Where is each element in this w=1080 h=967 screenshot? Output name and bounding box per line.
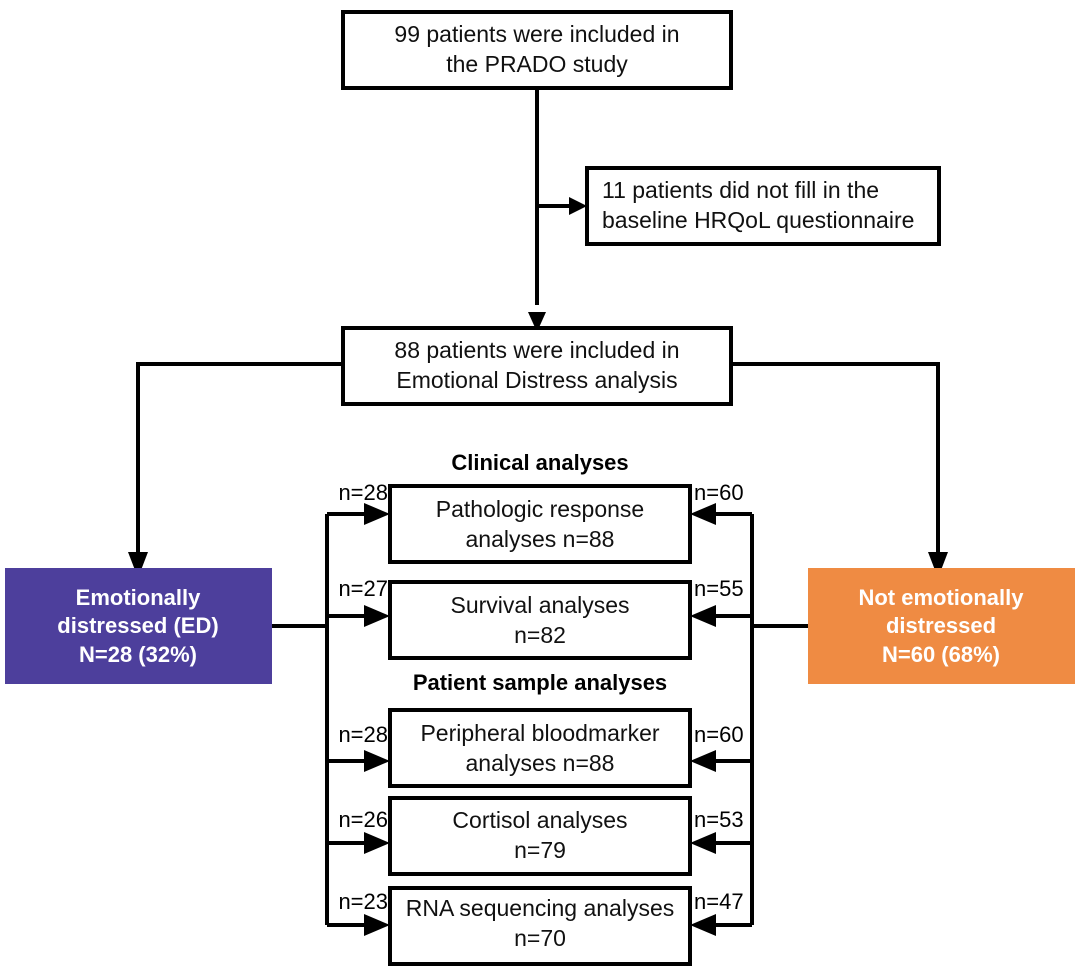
section-header-clinical: Clinical analyses bbox=[451, 450, 628, 475]
group-box-emotionally-distressed[interactable]: Emotionally distressed (ED) N=28 (32%) bbox=[5, 568, 272, 684]
arrowhead-to-analysis-pop bbox=[528, 312, 546, 332]
edge-label-ned-4: n=47 bbox=[694, 889, 744, 914]
arrowhead-ed-analysis-4 bbox=[364, 914, 390, 936]
node-analysis-population[interactable]: 88 patients were included in Emotional D… bbox=[341, 326, 733, 406]
arrowhead-ned-analysis-0 bbox=[690, 503, 716, 525]
analysis-box-rna-sequencing[interactable]: RNA sequencing analyses n=70 bbox=[388, 886, 692, 966]
arrowhead-ed-analysis-0 bbox=[364, 503, 390, 525]
arrowhead-ed-analysis-3 bbox=[364, 832, 390, 854]
node-analysis-population-line2: Emotional Distress analysis bbox=[396, 367, 677, 393]
arrowhead-ned-analysis-1 bbox=[690, 605, 716, 627]
ed-group-line1: Emotionally bbox=[76, 585, 201, 610]
ned-group-line1: Not emotionally bbox=[858, 585, 1024, 610]
analysis-line1-4: RNA sequencing analyses bbox=[406, 895, 675, 921]
analysis-line1-1: Survival analyses bbox=[451, 592, 630, 618]
arrowhead-to-ned-group bbox=[928, 552, 948, 578]
node-included-rect bbox=[341, 10, 733, 90]
edge-label-ned-3: n=53 bbox=[694, 807, 744, 832]
node-analysis-population-line1: 88 patients were included in bbox=[394, 337, 679, 363]
arrowhead-to-excluded bbox=[569, 197, 587, 215]
node-included[interactable]: 99 patients were included in the PRADO s… bbox=[341, 10, 733, 90]
arrowhead-to-ed-group bbox=[128, 552, 148, 578]
connector-layer bbox=[128, 88, 948, 936]
ed-group-rect bbox=[5, 568, 272, 684]
node-excluded[interactable]: 11 patients did not fill in the baseline… bbox=[585, 166, 941, 246]
analysis-line2-3: n=79 bbox=[514, 837, 566, 863]
arrowhead-ned-analysis-2 bbox=[690, 750, 716, 772]
analysis-rect-1 bbox=[388, 580, 692, 660]
edge-label-ned-1: n=55 bbox=[694, 576, 744, 601]
analysis-box-peripheral-bloodmarker[interactable]: Peripheral bloodmarker analyses n=88 bbox=[388, 708, 692, 788]
analysis-line2-2: analyses n=88 bbox=[466, 750, 615, 776]
node-analysis-population-rect bbox=[341, 326, 733, 406]
node-excluded-rect bbox=[585, 166, 941, 246]
ned-group-rect bbox=[808, 568, 1075, 684]
connector-analysispop-to-ed bbox=[136, 362, 343, 552]
analysis-rect-3 bbox=[388, 796, 692, 876]
edge-label-ed-1: n=27 bbox=[338, 576, 388, 601]
section-header-patient-sample: Patient sample analyses bbox=[413, 670, 667, 695]
analysis-line1-2: Peripheral bloodmarker bbox=[420, 720, 659, 746]
edge-label-ned-2: n=60 bbox=[694, 722, 744, 747]
analysis-box-cortisol[interactable]: Cortisol analyses n=79 bbox=[388, 796, 692, 876]
analysis-line1-0: Pathologic response bbox=[436, 496, 644, 522]
analysis-line1-3: Cortisol analyses bbox=[452, 807, 627, 833]
edge-label-ed-4: n=23 bbox=[338, 889, 388, 914]
arrowhead-ned-analysis-4 bbox=[690, 914, 716, 936]
analysis-line2-4: n=70 bbox=[514, 925, 566, 951]
analysis-box-pathologic-response[interactable]: Pathologic response analyses n=88 bbox=[388, 484, 692, 564]
edge-label-ed-2: n=28 bbox=[338, 722, 388, 747]
ed-group-line3: N=28 (32%) bbox=[79, 642, 197, 667]
node-excluded-line1: 11 patients did not fill in the bbox=[602, 177, 879, 203]
edge-label-ned-0: n=60 bbox=[694, 480, 744, 505]
analysis-box-survival[interactable]: Survival analyses n=82 bbox=[388, 580, 692, 660]
node-excluded-line2: baseline HRQoL questionnaire bbox=[602, 207, 914, 233]
node-included-line1: 99 patients were included in bbox=[394, 21, 679, 47]
ed-group-line2: distressed (ED) bbox=[57, 613, 218, 638]
group-box-not-emotionally-distressed[interactable]: Not emotionally distressed N=60 (68%) bbox=[808, 568, 1075, 684]
edge-label-ed-0: n=28 bbox=[338, 480, 388, 505]
analysis-rect-4 bbox=[388, 886, 692, 966]
arrowhead-ned-analysis-3 bbox=[690, 832, 716, 854]
analysis-rect-0 bbox=[388, 484, 692, 564]
ned-group-line3: N=60 (68%) bbox=[882, 642, 1000, 667]
analysis-line2-1: n=82 bbox=[514, 622, 566, 648]
arrowhead-ed-analysis-1 bbox=[364, 605, 390, 627]
edge-label-ed-3: n=26 bbox=[338, 807, 388, 832]
connector-analysispop-to-ned bbox=[731, 362, 940, 552]
analysis-line2-0: analyses n=88 bbox=[466, 526, 615, 552]
node-included-line2: the PRADO study bbox=[446, 51, 628, 77]
ned-group-line2: distressed bbox=[886, 613, 996, 638]
arrowhead-ed-analysis-2 bbox=[364, 750, 390, 772]
analysis-rect-2 bbox=[388, 708, 692, 788]
